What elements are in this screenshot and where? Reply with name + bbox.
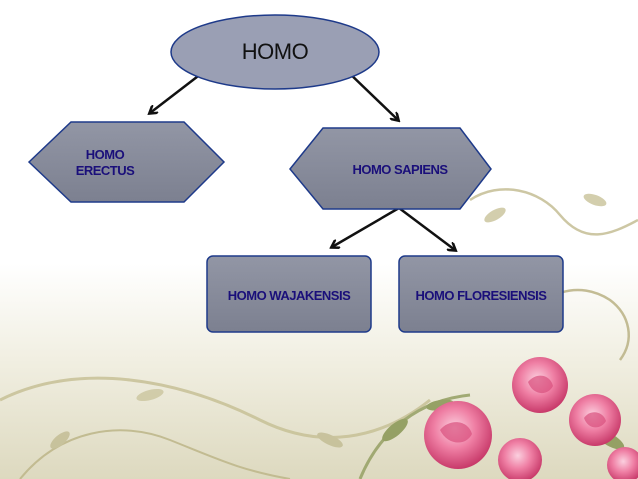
erectus-label: HOMO ERECTUS bbox=[75, 146, 135, 178]
arrow-root-to-erectus bbox=[150, 69, 207, 113]
arrow-sapiens-to-wajakensis bbox=[332, 206, 400, 247]
root-node bbox=[170, 14, 380, 90]
floral-decoration bbox=[0, 188, 638, 479]
wajakensis-label: HOMO WAJAKENSIS bbox=[227, 287, 351, 303]
wajakensis-node bbox=[206, 255, 372, 333]
arrow-sapiens-to-floresiensis bbox=[398, 207, 455, 250]
sapiens-node bbox=[289, 127, 492, 210]
erectus-node bbox=[27, 121, 226, 203]
roses-decoration bbox=[424, 357, 638, 479]
floresiensis-node bbox=[398, 255, 564, 333]
floresiensis-label: HOMO FLORESIENSIS bbox=[415, 287, 547, 303]
sapiens-label: HOMO SAPIENS bbox=[352, 161, 448, 177]
root-label: HOMO bbox=[241, 39, 309, 65]
arrow-root-to-sapiens bbox=[345, 69, 398, 120]
